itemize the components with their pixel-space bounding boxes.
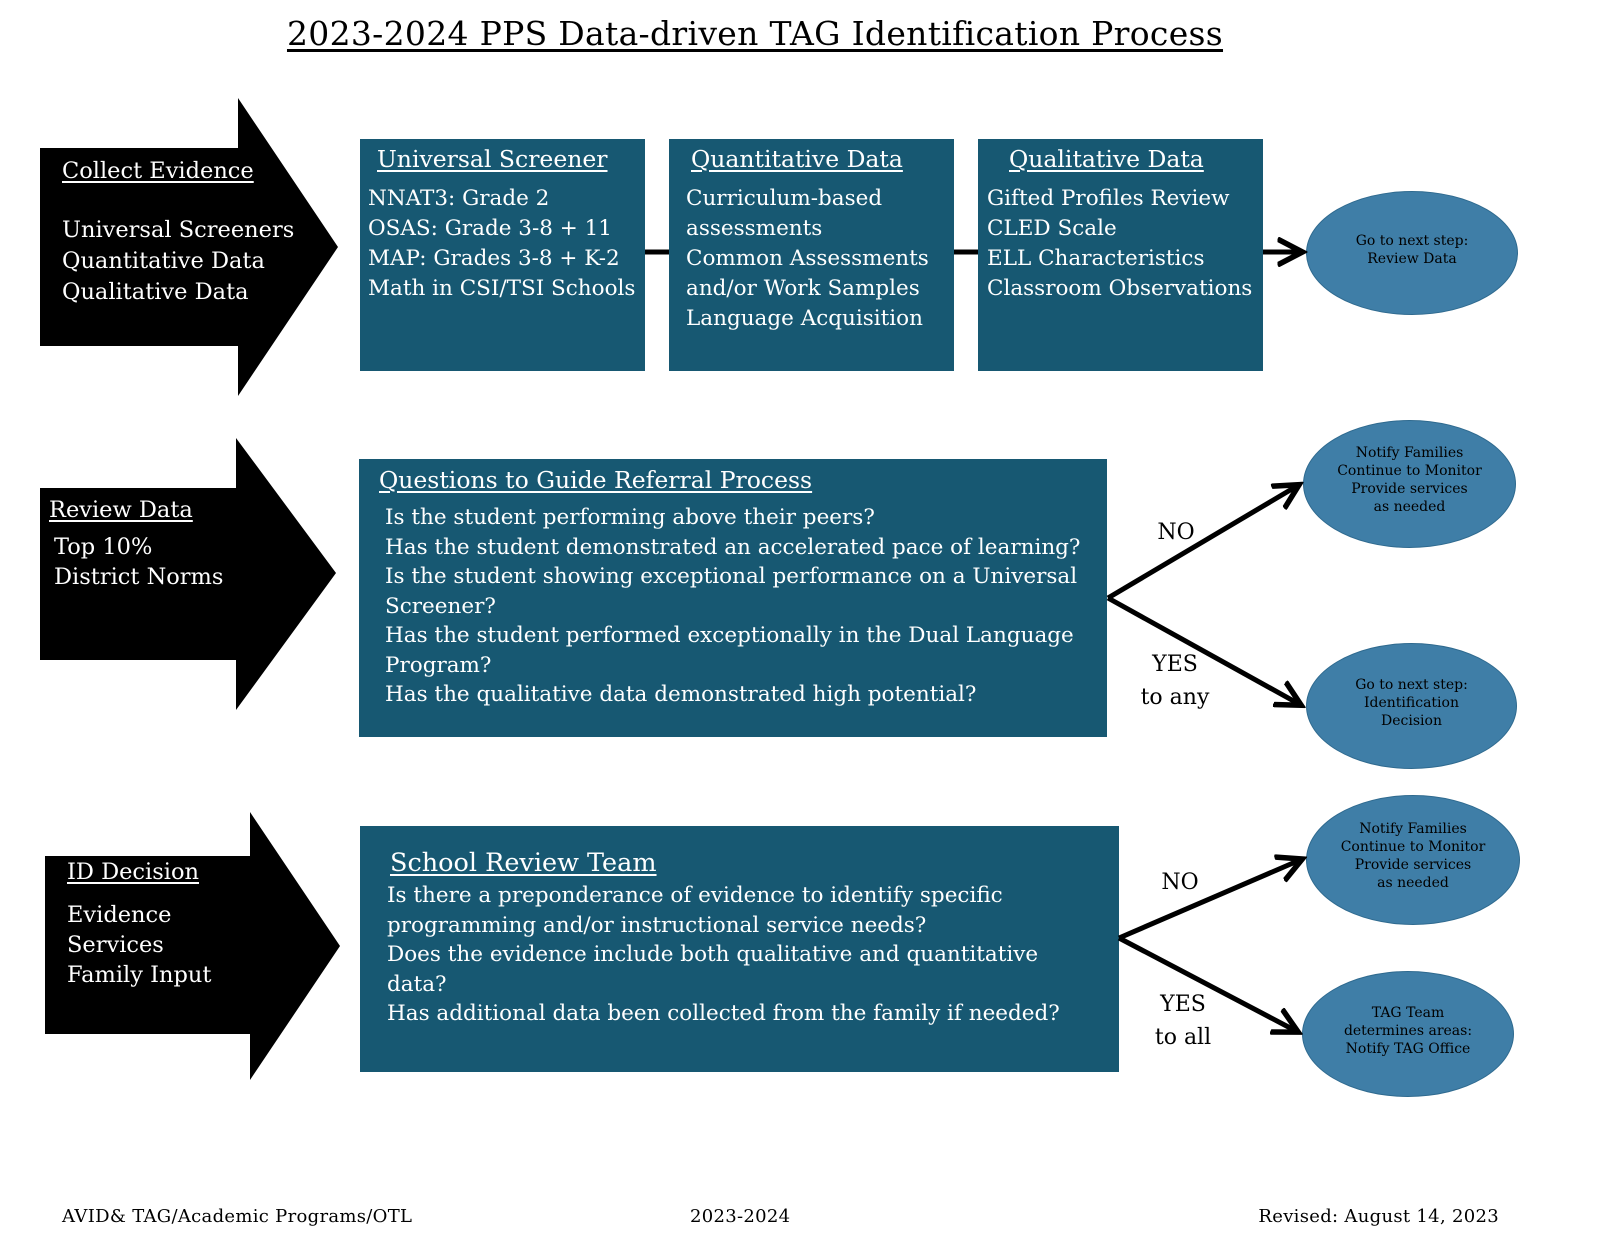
id-decision-item: Family Input [67,962,212,988]
oval-line: Decision [1381,713,1442,729]
universal-screener-line: MAP: Grades 3-8 + K-2 [368,246,620,271]
review-data-arrow [40,438,336,710]
collect-evidence-arrow [40,98,338,396]
yes-label-line: to any [1140,685,1210,710]
review-no-label: NO [1157,520,1195,545]
quantitative-data-line: Common Assessments [686,246,929,271]
referral-question: Is the student showing exceptional perfo… [385,564,1078,619]
oval-line: Provide services [1351,481,1468,497]
review-team-question: Is there a preponderance of evidence to … [387,883,1003,938]
qualitative-data-line: CLED Scale [987,216,1117,241]
tag-team-oval: TAG Team determines areas: Notify TAG Of… [1302,971,1514,1097]
referral-questions-heading: Questions to Guide Referral Process [379,466,813,494]
id-decision-item: Evidence [67,902,172,928]
collect-evidence-item: Quantitative Data [62,248,265,274]
oval-line: as needed [1373,499,1446,515]
referral-question: Has the student performed exceptionally … [385,623,1074,678]
referral-question: Has the student demonstrated an accelera… [385,534,1081,560]
quantitative-data-line: and/or Work Samples [686,276,920,301]
oval-line: Notify Families [1359,821,1467,837]
universal-screener-heading: Universal Screener [377,145,608,173]
universal-screener-box: Universal Screener NNAT3: Grade 2 OSAS: … [360,139,645,371]
footer-center: 2023-2024 [690,1206,791,1227]
collect-evidence-item: Universal Screeners [62,217,295,243]
yes-label-line: YES [1152,652,1198,677]
qualitative-data-box: Qualitative Data Gifted Profiles Review … [978,139,1263,371]
yes-label-line: to all [1154,1025,1212,1050]
review-data-item: Top 10% [54,534,153,560]
id-decision-arrow-text: ID Decision Evidence Services Family Inp… [67,857,211,990]
oval-line: Notify TAG Office [1345,1041,1471,1057]
review-team-question: Does the evidence include both qualitati… [387,942,1039,997]
id-decision-arrow [45,812,340,1080]
oval-line: Continue to Monitor [1340,839,1486,855]
oval-line: TAG Team [1371,1005,1445,1021]
next-step-review-data-oval: Go to next step: Review Data [1306,191,1518,315]
qualitative-data-line: Classroom Observations [987,276,1253,301]
oval-line: Notify Families [1355,445,1464,461]
qualitative-data-line: Gifted Profiles Review [987,186,1230,211]
referral-question: Has the qualitative data demonstrated hi… [385,682,977,707]
yes-label-line: YES [1160,992,1206,1017]
universal-screener-line: NNAT3: Grade 2 [368,186,550,211]
next-step-identification-oval: Go to next step: Identification Decision [1306,643,1517,769]
oval-line: Continue to Monitor [1337,463,1482,479]
decision-no-outcome-oval: Notify Families Continue to Monitor Prov… [1306,795,1520,925]
review-team-question: Has additional data been collected from … [387,1001,1060,1026]
oval-line: Go to next step: [1355,233,1469,249]
referral-questions-box: Questions to Guide Referral Process Is t… [359,459,1107,737]
review-data-heading: Review Data [49,497,193,523]
decision-yes-label: YES to all [1136,988,1230,1054]
universal-screener-line: OSAS: Grade 3-8 + 11 [368,216,612,241]
decision-no-label: NO [1161,870,1199,895]
oval-line: Provide services [1354,857,1472,873]
oval-line: determines areas: [1343,1023,1473,1039]
footer-right: Revised: August 14, 2023 [1258,1206,1499,1227]
footer-left: AVID& TAG/Academic Programs/OTL [62,1206,413,1227]
oval-line: Go to next step: [1355,677,1468,693]
review-data-item: District Norms [54,564,224,590]
review-no-outcome-oval: Notify Families Continue to Monitor Prov… [1303,420,1516,548]
review-data-arrow-text: Review Data Top 10% District Norms [49,495,223,592]
oval-line: Identification [1364,695,1459,711]
page-title: 2023-2024 PPS Data-driven TAG Identifica… [286,14,1224,53]
referral-question: Is the student performing above their pe… [385,505,875,530]
quantitative-data-line: Language Acquisition [686,306,923,331]
school-review-team-heading: School Review Team [390,848,657,878]
collect-evidence-arrow-text: Collect Evidence Universal Screeners Qua… [62,156,294,308]
collect-evidence-heading: Collect Evidence [62,158,254,184]
qualitative-data-heading: Qualitative Data [1009,145,1204,173]
universal-screener-line: Math in CSI/TSI Schools [368,276,636,301]
collect-evidence-item: Qualitative Data [62,279,249,305]
oval-line: Review Data [1367,251,1457,267]
school-review-team-box: School Review Team Is there a prepondera… [360,826,1119,1072]
quantitative-data-box: Quantitative Data Curriculum-based asses… [669,139,954,371]
oval-line: as needed [1377,875,1449,891]
quantitative-data-line: assessments [686,216,823,241]
id-decision-item: Services [67,932,164,958]
id-decision-heading: ID Decision [67,859,200,885]
review-yes-label: YES to any [1128,648,1222,714]
quantitative-data-heading: Quantitative Data [691,145,903,173]
quantitative-data-line: Curriculum-based [686,186,883,211]
qualitative-data-line: ELL Characteristics [987,246,1205,271]
